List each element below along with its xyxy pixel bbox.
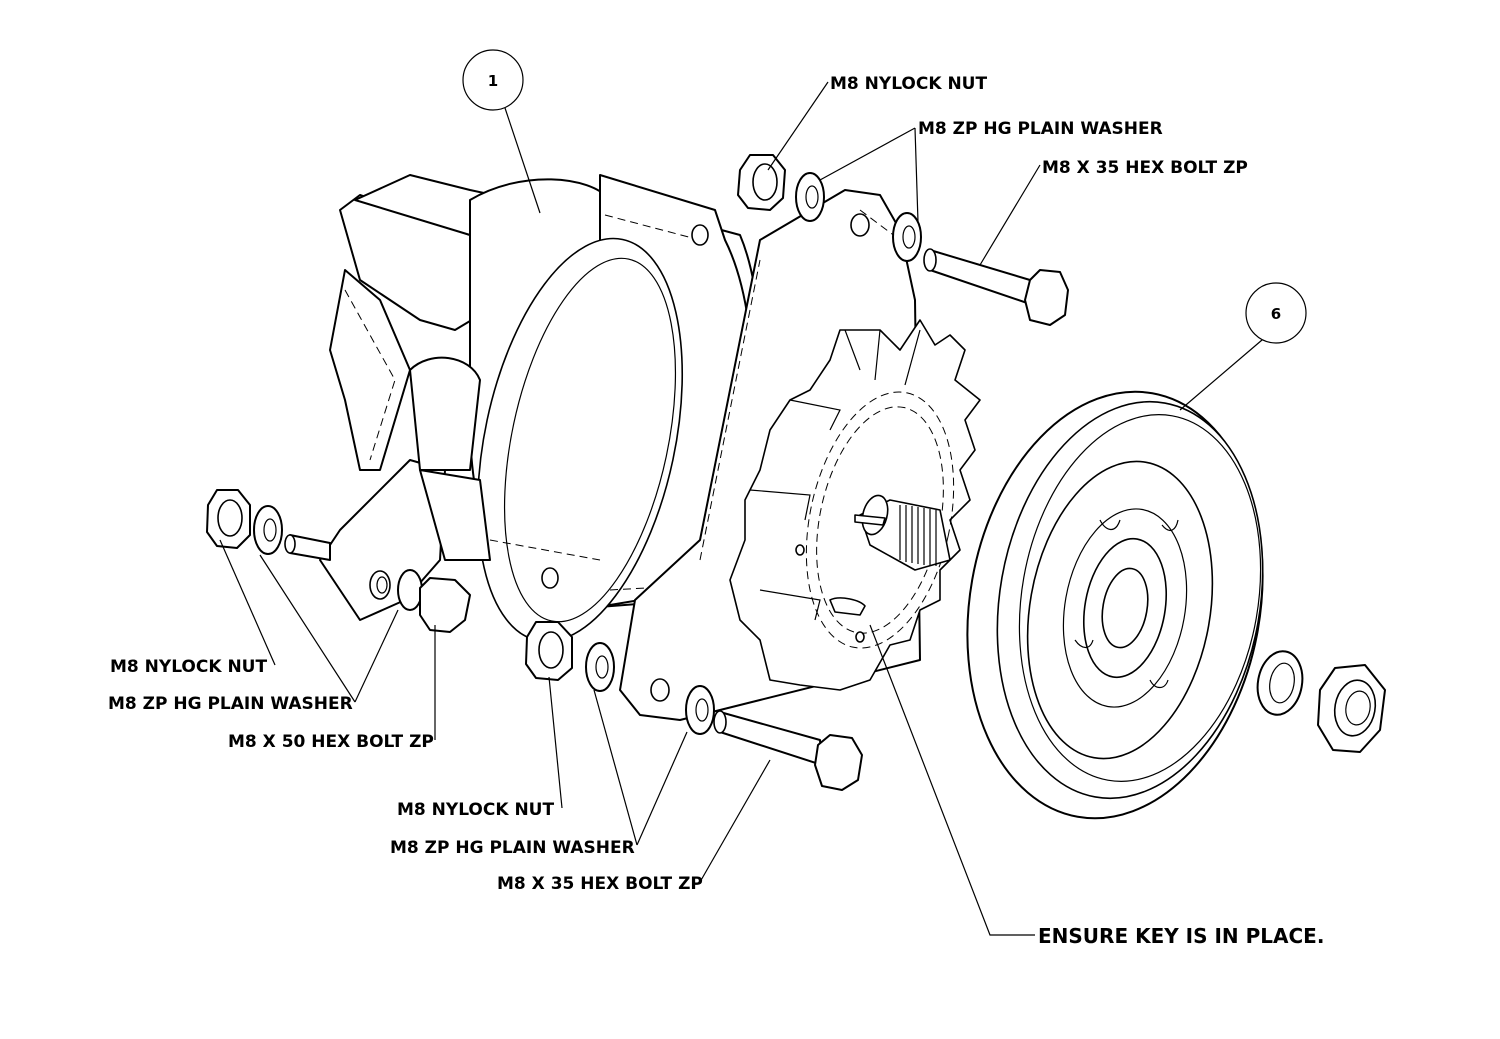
spring-washer [1256, 650, 1304, 716]
alternator-body [319, 174, 981, 721]
label-bottom-bolt: M8 X 35 HEX BOLT ZP [497, 874, 703, 894]
top-nylock-nut [737, 154, 786, 211]
top-right-washer [892, 212, 922, 262]
label-left-bolt: M8 X 50 HEX BOLT ZP [228, 732, 434, 752]
bottom-hex-bolt [713, 710, 863, 791]
alternator-shaft [854, 494, 951, 571]
balloon-6: 6 [1179, 282, 1307, 411]
top-washer [795, 172, 825, 222]
pulley-nut [1317, 664, 1386, 753]
label-bottom-washer: M8 ZP HG PLAIN WASHER [390, 838, 635, 858]
leader-lines [219, 81, 1041, 936]
left-hex-bolt [284, 534, 471, 633]
bottom-right-washer [685, 685, 715, 735]
label-left-nut: M8 NYLOCK NUT [110, 657, 267, 677]
bottom-washer [585, 642, 615, 692]
label-top-washer: M8 ZP HG PLAIN WASHER [918, 119, 1163, 139]
left-nylock-nut [206, 489, 251, 549]
balloon-6-text: 6 [1271, 305, 1281, 323]
label-top-nut: M8 NYLOCK NUT [830, 74, 987, 94]
label-bottom-nut: M8 NYLOCK NUT [397, 800, 554, 820]
balloon-1-text: 1 [488, 72, 498, 90]
balloon-1: 1 [462, 49, 541, 214]
label-ensure-key-note: ENSURE KEY IS IN PLACE. [1038, 924, 1324, 948]
label-left-washer: M8 ZP HG PLAIN WASHER [108, 694, 353, 714]
left-washer [253, 505, 283, 555]
bottom-nylock-nut [525, 621, 573, 681]
pulley [966, 390, 1264, 820]
top-hex-bolt [923, 248, 1069, 326]
label-top-bolt: M8 X 35 HEX BOLT ZP [1042, 158, 1248, 178]
